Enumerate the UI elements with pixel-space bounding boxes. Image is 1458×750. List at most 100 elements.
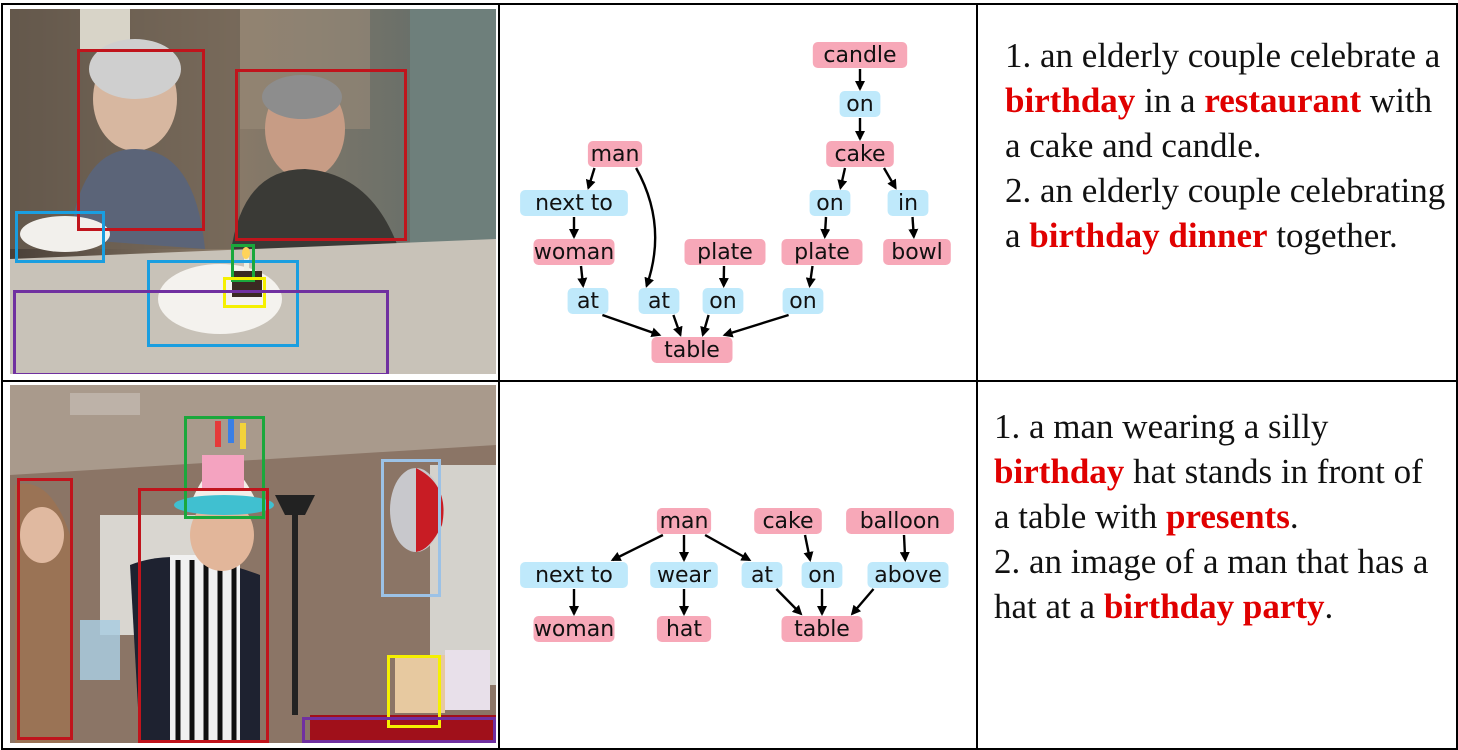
highlighted-word: presents (1166, 497, 1290, 536)
node-label: on (808, 563, 835, 588)
relation-node-nextto: next to (520, 562, 628, 588)
node-label: plate (697, 240, 753, 265)
caption-text: 2. an elderly couple celebrating a (1005, 171, 1446, 255)
edge-balloon-to-above (899, 534, 910, 562)
object-node-plate2: plate (781, 239, 863, 265)
node-label: table (794, 617, 850, 642)
node-label: woman (534, 240, 614, 265)
caption-2: 2. an image of a man that has a hat at a… (994, 539, 1444, 629)
edge-at-to-table (775, 588, 803, 616)
node-label: at (648, 289, 670, 314)
node-label: next to (535, 191, 613, 216)
cake-plate-box (147, 260, 299, 347)
edge-cake-to-on (803, 534, 814, 562)
man-box (138, 488, 269, 743)
relation-node-in: in (887, 190, 929, 216)
highlighted-word: dinner (1168, 216, 1268, 255)
caption-1: 1. a man wearing a silly birthday hat st… (994, 404, 1444, 539)
photo-cell-1 (1, 3, 500, 382)
node-label: cake (762, 509, 813, 534)
node-label: in (898, 191, 918, 216)
node-label: balloon (860, 509, 941, 534)
man-box (235, 69, 407, 241)
node-label: on (789, 289, 816, 314)
node-label: candle (823, 43, 896, 68)
caption-cell-1: 1. an elderly couple celebrate a birthda… (976, 3, 1458, 382)
object-node-table: table (651, 337, 733, 363)
edge-above-to-table (850, 588, 875, 616)
node-label: wear (657, 563, 712, 588)
node-label: plate (794, 240, 850, 265)
caption-text: 1. a man wearing a silly (994, 407, 1329, 446)
edge-woman-to-at1 (577, 265, 588, 288)
caption-cell-2: 1. a man wearing a silly birthday hat st… (976, 380, 1458, 750)
photo-cell-2 (1, 380, 500, 750)
captions-2: 1. a man wearing a silly birthday hat st… (994, 404, 1444, 629)
node-label: man (660, 509, 709, 534)
balloon-box (381, 459, 441, 597)
edge-man-to-nextto (585, 167, 596, 190)
node-label: on (816, 191, 843, 216)
node-label: next to (535, 563, 613, 588)
node-label: bowl (891, 240, 943, 265)
object-node-woman: woman (533, 616, 615, 642)
caption-2: 2. an elderly couple celebrating a birth… (1005, 168, 1450, 258)
node-label: above (874, 563, 941, 588)
edge-at1-to-table (602, 313, 662, 338)
object-node-man: man (656, 508, 712, 534)
relation-node-above: above (867, 562, 949, 588)
scene-graph-1: candle on cake man next to on in woman plate plat… (520, 42, 951, 363)
node-label: man (591, 142, 640, 167)
edge-plate2-to-on4 (805, 265, 816, 288)
object-node-balloon: balloon (846, 508, 954, 534)
highlighted-word: birthday (1103, 587, 1235, 626)
relation-node-on4: on (782, 288, 824, 314)
caption-text: together. (1267, 216, 1398, 255)
caption-text (1234, 587, 1243, 626)
object-node-cake: cake (754, 508, 822, 534)
node-label: cake (834, 142, 885, 167)
edge-man-to-at2 (635, 167, 657, 288)
object-node-bowl: bowl (883, 239, 951, 265)
highlighted-word: birthday (1005, 81, 1136, 120)
object-node-hat: hat (656, 616, 712, 642)
caption-text: 1. an elderly couple celebrate a (1005, 36, 1441, 75)
relation-node-at2: at (638, 288, 680, 314)
relation-node-on1: on (839, 91, 881, 117)
relation-node-on2: on (809, 190, 851, 216)
node-label: table (664, 338, 720, 363)
hat-box (184, 416, 265, 519)
object-node-cake: cake (826, 141, 894, 167)
caption-text: in a (1135, 81, 1205, 120)
relation-node-wear: wear (650, 562, 718, 588)
caption-text: hat stands in front of a table with (994, 452, 1423, 536)
relation-node-at: at (741, 562, 783, 588)
edge-cake-to-on2 (837, 167, 848, 190)
edge-man-to-nextto (610, 533, 664, 562)
highlighted-word: birthday (994, 452, 1125, 491)
highlighted-word: birthday (1029, 216, 1160, 255)
edge-on3-to-table (700, 314, 710, 337)
woman-box (77, 49, 205, 231)
table-box (13, 290, 389, 374)
cake-box (387, 655, 441, 728)
caption-text: with a cake and candle. (1005, 81, 1433, 165)
caption-text: . (1289, 497, 1299, 536)
relation-node-at1: at (567, 288, 609, 314)
node-label: at (577, 289, 599, 314)
restaurant-photo (10, 9, 496, 374)
party-scene-image (10, 385, 496, 743)
woman-box (17, 478, 73, 740)
relation-node-on: on (801, 562, 843, 588)
figure-row-1: candle on cake man next to on in woman plate plat… (1, 3, 1458, 382)
highlighted-word: party (1242, 587, 1325, 626)
edge-on2-to-plate2 (820, 216, 831, 239)
object-node-table: table (781, 616, 863, 642)
table-box (302, 717, 496, 743)
scene-graph-cell-1: candle on cake man next to on in woman plate plat… (498, 3, 978, 382)
edge-in-to-bowl (908, 216, 919, 239)
relation-node-nextto: next to (520, 190, 628, 216)
